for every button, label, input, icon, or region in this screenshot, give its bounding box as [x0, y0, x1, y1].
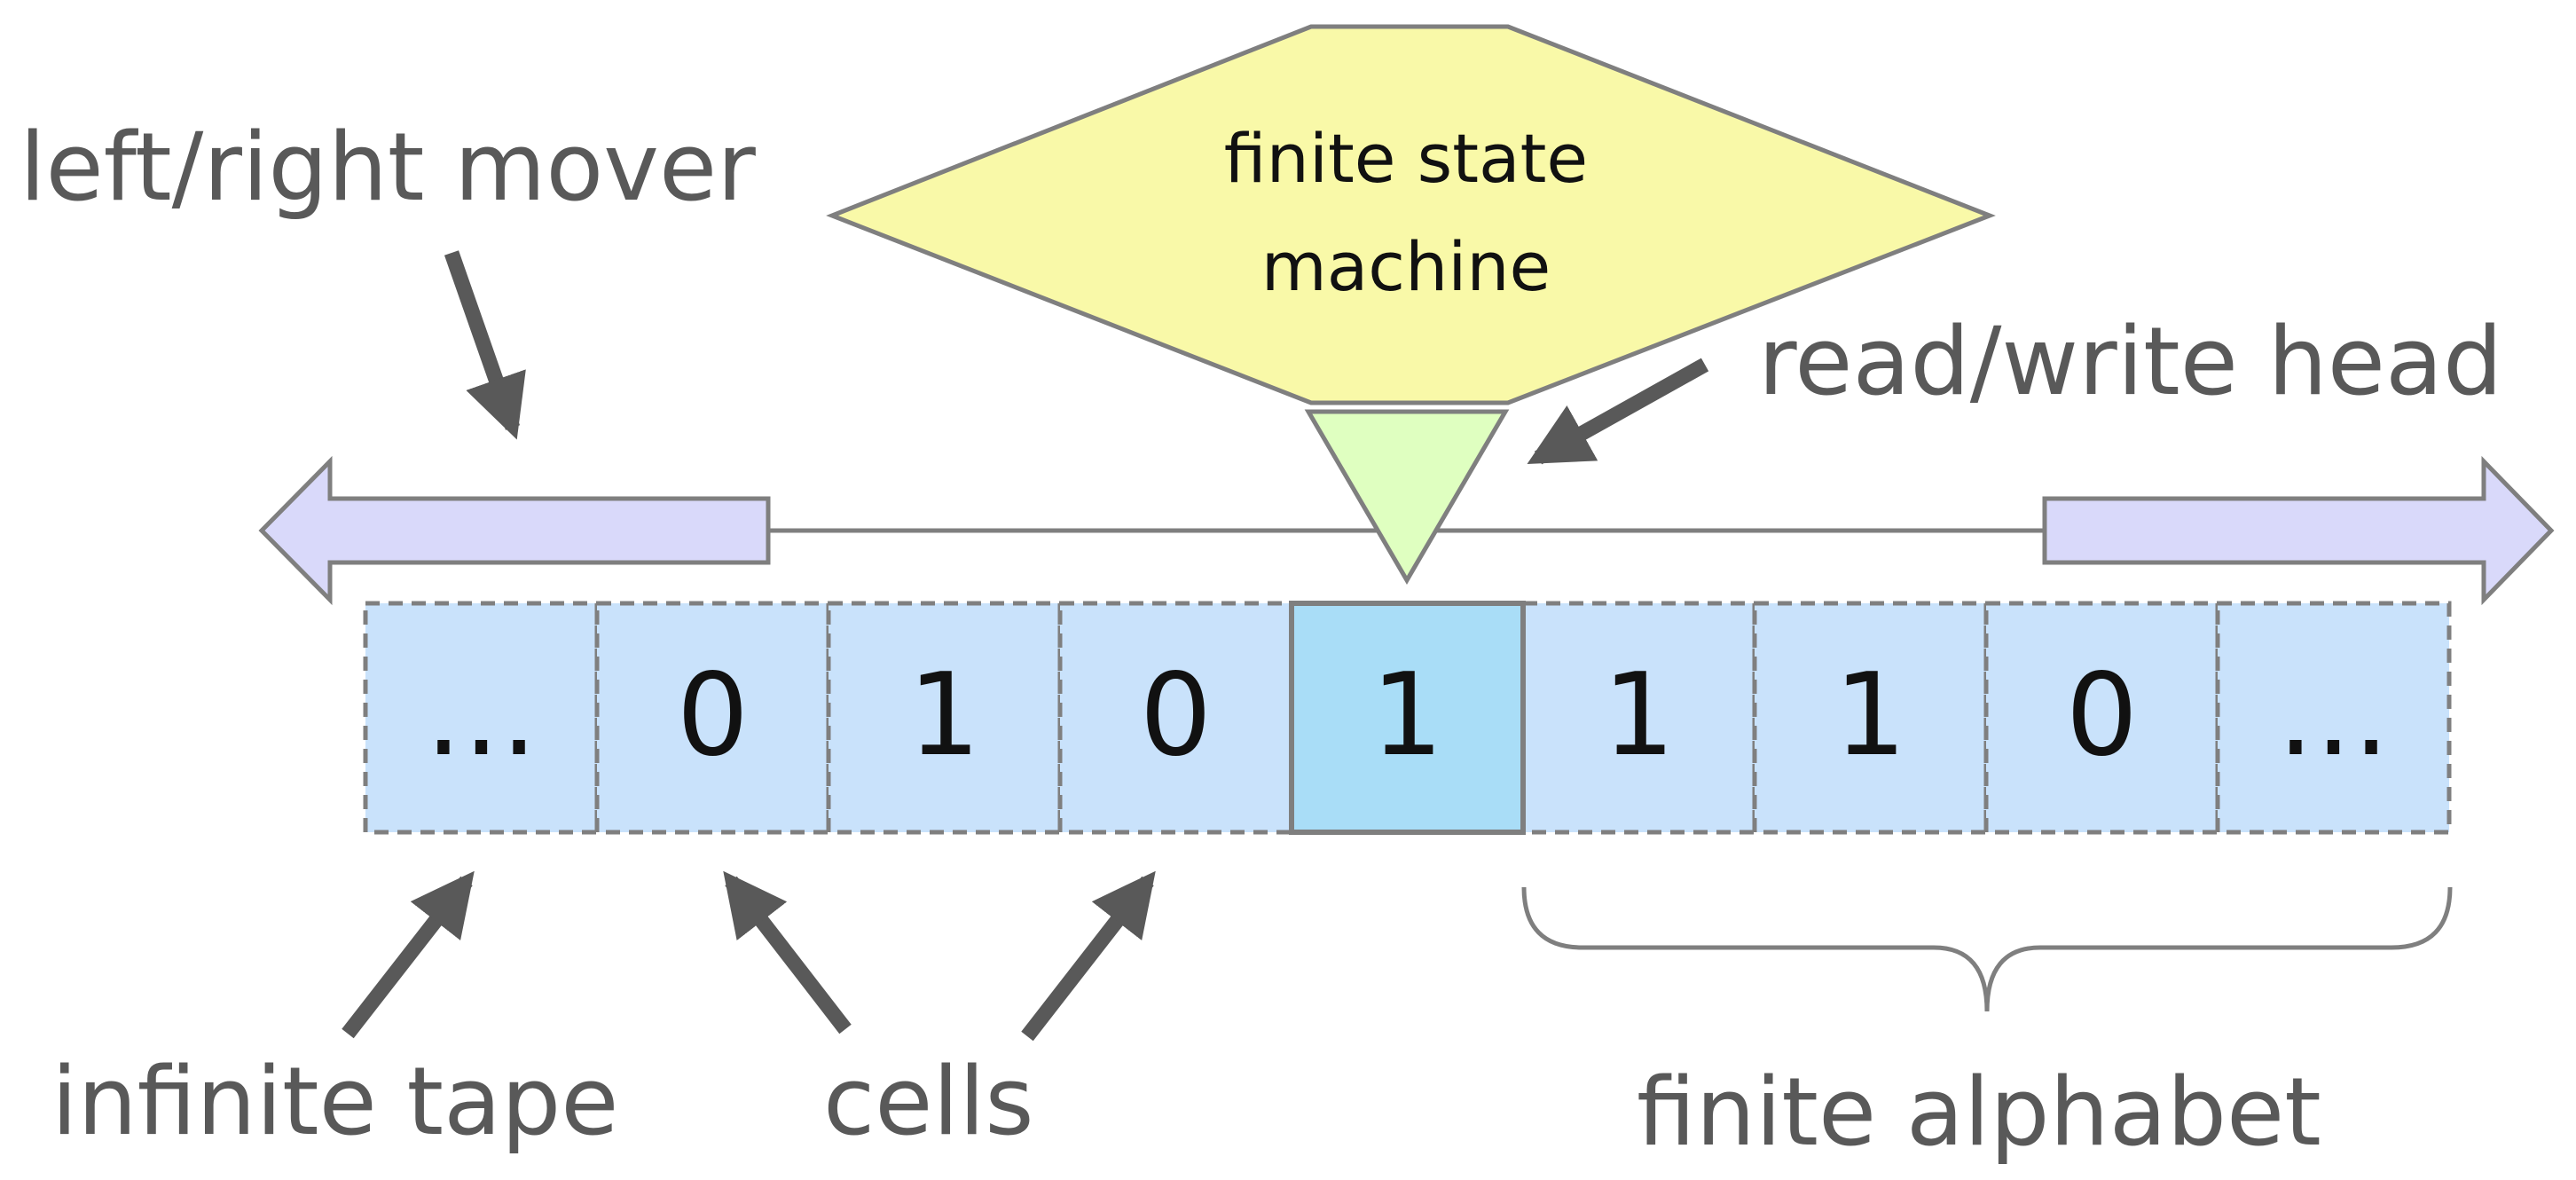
head-label: read/write head: [1758, 307, 2502, 416]
tape-cell: [594, 601, 831, 835]
tape-cell: [363, 601, 600, 835]
tape-pointer-arrow: [342, 870, 475, 1039]
tape-cell: [2215, 601, 2452, 835]
tape-label: infinite tape: [51, 1047, 619, 1156]
fsm-label-line2: machine: [1261, 227, 1551, 306]
tape-cell: [1983, 601, 2220, 835]
mover-label: left/right mover: [20, 113, 756, 222]
alphabet-brace: [1521, 886, 2453, 1012]
move-left-arrow: [258, 455, 771, 606]
tape-cell-symbol: 1: [1371, 649, 1443, 782]
finite-state-machine-shape: [826, 24, 1996, 405]
tape-cell: [1520, 601, 1757, 835]
tape-cell-symbol: …: [425, 649, 538, 782]
tape-cell-symbol: 1: [1603, 649, 1675, 782]
read-write-head-shape: [1304, 409, 1510, 585]
fsm-label-line1: finite state: [1224, 119, 1588, 198]
tape-cell: [1057, 601, 1294, 835]
tape-cell: [826, 601, 1063, 835]
alphabet-label: finite alphabet: [1637, 1058, 2321, 1167]
tape-cell-symbol: …: [2277, 649, 2391, 782]
cells-pointer-arrow-left: [723, 870, 852, 1034]
tape-cell-symbol: 0: [677, 649, 749, 782]
tape-cell-symbol: 0: [1140, 649, 1212, 782]
tape-cell-active-border: [1289, 601, 1526, 835]
cells-pointer-arrow-right: [1021, 870, 1156, 1042]
move-right-arrow: [2042, 455, 2555, 606]
tape-cell-symbol: 0: [2066, 649, 2138, 782]
mover-pointer-arrow: [444, 250, 526, 440]
tape-cell-symbol: 1: [908, 649, 980, 782]
tape-cell-symbol: 1: [1834, 649, 1906, 782]
tape-cells: … 0 1 0 1 1 1 0 …: [363, 601, 2452, 835]
head-pointer-arrow: [1527, 358, 1709, 465]
cells-label: cells: [823, 1047, 1034, 1156]
